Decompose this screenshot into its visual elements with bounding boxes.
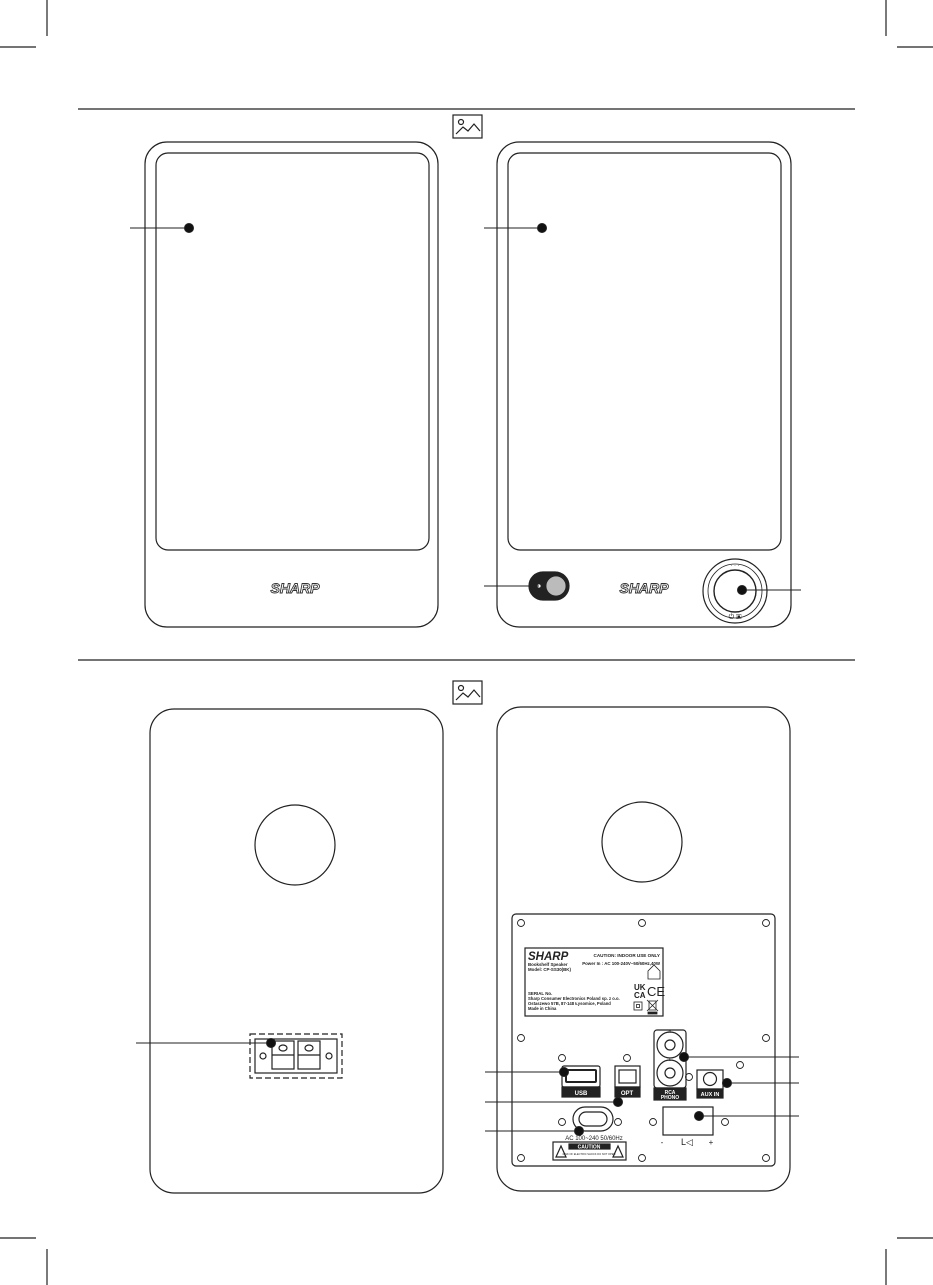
double-insulation-icon: [633, 1001, 643, 1011]
front-right-cabinet: [496, 141, 792, 628]
rear-left-cabinet: [149, 708, 444, 1194]
rating-label: [524, 947, 664, 1017]
knob-power-marks: ⏻ ▣: [729, 613, 742, 621]
ce-mark: CE: [647, 984, 665, 999]
rear-left-speaker: [136, 708, 444, 1194]
speaker-terminal: [249, 1033, 343, 1079]
power-inlet: [572, 1106, 614, 1132]
label-company: Sharp Consumer Electronics Poland sp. z …: [528, 996, 620, 1001]
bass-port: [254, 804, 336, 886]
rca-r-mark: R: [669, 1029, 672, 1034]
aux-in-jack: [696, 1069, 724, 1099]
bass-port: [601, 801, 683, 883]
callouts-front: [130, 223, 801, 595]
ukca-mark-bottom: CA: [634, 991, 646, 1000]
terminal-mark: L◁: [681, 1137, 693, 1147]
rca-label-1: RCA: [665, 1090, 676, 1096]
ukca-mark-top: UK: [634, 983, 646, 992]
opt-label: OPT: [621, 1091, 634, 1097]
front-left-grille: [155, 152, 430, 551]
rear-panel: [511, 913, 776, 1167]
front-right-speaker: [496, 141, 792, 628]
rca-label-2: PHONO: [661, 1095, 679, 1101]
label-symbols: [633, 964, 661, 1015]
label-caution-head: CAUTION: INDOOR USE ONLY: [594, 953, 660, 958]
front-left-speaker: [144, 141, 439, 628]
weee-bin-icon: [646, 999, 659, 1015]
power-rating-text: AC 100~240 50/60Hz: [565, 1136, 623, 1142]
indicator-led: [528, 571, 570, 601]
terminal-minus: -: [661, 1138, 664, 1147]
front-left-cabinet: [144, 141, 439, 628]
callouts-rear: [485, 1052, 799, 1136]
rear-right-cabinet: [496, 706, 791, 1192]
rca-phono-jacks: [653, 1029, 687, 1101]
knob-scale-marks: · · ·: [730, 563, 739, 569]
optical-port: [614, 1065, 641, 1098]
label-power: Power In : AC 100-240V~50/60Hz,40W: [582, 961, 661, 966]
usb-label: USB: [575, 1091, 588, 1097]
output-terminal: [662, 1106, 714, 1136]
label-serial: SERIAL No.: [528, 991, 552, 996]
label-product: Bookshelf Speaker: [528, 962, 568, 967]
label-model: Model: CP-SS30(BK): [528, 967, 571, 972]
rca-l-mark: L: [669, 1057, 672, 1062]
sharp-logo-left: SHARP: [270, 580, 320, 596]
volume-knob: [702, 558, 768, 624]
caution-subtext: RISK OF ELECTRIC SHOCK DO NOT OPEN: [563, 1152, 616, 1156]
panel-screws: [517, 919, 770, 1162]
image-icon: [452, 114, 483, 139]
label-brand: SHARP: [528, 951, 569, 963]
caution-tag: CAUTION: [578, 1145, 601, 1151]
rear-right-speaker: [496, 706, 791, 1192]
image-icon: [452, 680, 483, 705]
caution-sticker: [552, 1141, 627, 1161]
aux-label: AUX IN: [701, 1092, 720, 1098]
front-right-grille: [507, 152, 782, 551]
indoor-house-icon: [647, 964, 661, 980]
label-origin: Made in China: [528, 1006, 557, 1011]
terminal-plus: +: [709, 1138, 714, 1147]
sharp-logo-right: SHARP: [619, 580, 669, 596]
label-address: Ostaszewo 57B, 87-148 Łysomice, Poland: [528, 1001, 611, 1006]
